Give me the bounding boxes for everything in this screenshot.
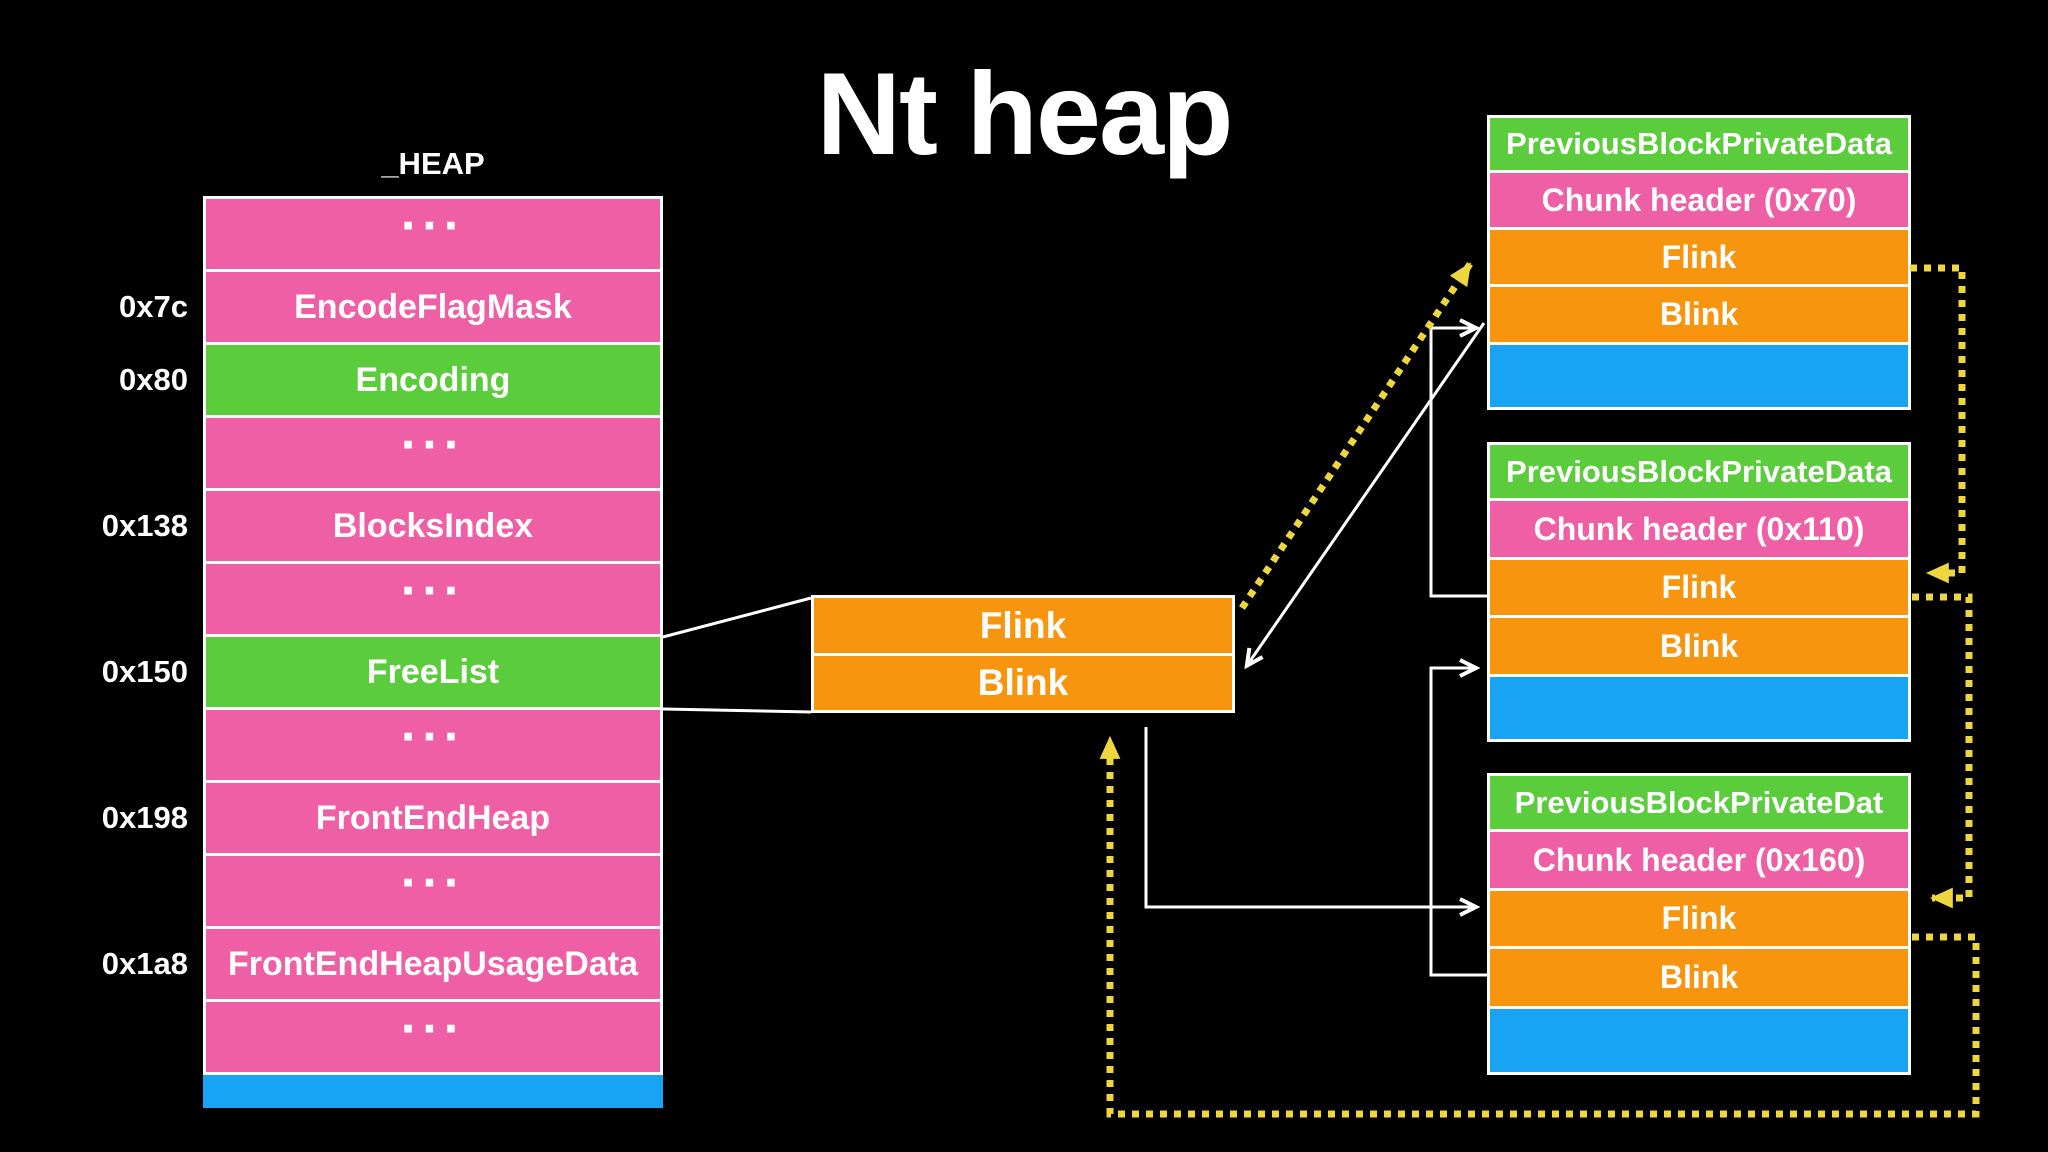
heap-row: ... [206,564,660,634]
chunk-row-header: Chunk header (0x160) [1490,832,1908,888]
heap-row: ... [206,856,660,926]
chunk-row-prevblockprivatedata: PreviousBlockPrivateData [1490,118,1908,170]
chunk-row-blink: Blink [1490,949,1908,1006]
chunk-row-header: Chunk header (0x110) [1490,501,1908,557]
offset-label: 0x198 [101,800,188,835]
heap-row-blocksindex: BlocksIndex [206,491,660,561]
flink-arrow-chunk2-to-chunk3 [1912,593,1973,909]
page-title: Nt heap [816,48,1233,179]
chunk-row-flink: Flink [1490,560,1908,615]
freelist-entry-detail: Flink Blink [811,595,1235,713]
heap-row-frontendheapusagedata: FrontEndHeapUsageData [206,929,660,999]
flink-arrow-freelist-to-chunk1 [1239,262,1473,610]
explode-guide-top [662,596,812,639]
chunk-row-userdata [1490,677,1908,739]
chunk-1: PreviousBlockPrivateData Chunk header (0… [1487,115,1911,410]
heap-row-freelist: FreeList [206,637,660,707]
heap-row-encoding: Encoding [206,345,660,415]
offset-label: 0x80 [119,362,188,397]
blink-arrow-freelist-to-chunk3 [1144,727,1474,907]
freelist-flink-row: Flink [814,598,1232,653]
flink-arrow-chunk1-to-chunk2 [1910,264,1966,584]
blink-arrow-chunk2-to-chunk1 [1429,328,1489,598]
chunk-row-header: Chunk header (0x70) [1490,173,1908,227]
chunk-row-blink: Blink [1490,287,1908,342]
heap-row-trailing-blue [203,1075,663,1108]
explode-guide-bottom [662,707,812,714]
heap-row: ... [206,418,660,488]
chunk-3: PreviousBlockPrivateDat Chunk header (0x… [1487,773,1911,1075]
chunk-row-blink: Blink [1490,618,1908,674]
chunk-row-flink: Flink [1490,891,1908,946]
heap-row: ... [206,710,660,780]
chunk-row-prevblockprivatedata: PreviousBlockPrivateDat [1490,776,1908,829]
heap-struct: ... EncodeFlagMask Encoding ... BlocksIn… [203,196,663,1075]
heap-row: ... [206,1002,660,1072]
heap-struct-label: _HEAP [381,146,485,181]
chunk-row-userdata [1490,1009,1908,1072]
heap-row: ... [206,199,660,269]
offset-label: 0x7c [119,289,188,324]
offset-label: 0x150 [101,654,188,689]
chunk-row-prevblockprivatedata: PreviousBlockPrivateData [1490,445,1908,498]
blink-arrow-chunk1-to-freelist [1248,322,1486,664]
chunk-row-userdata [1490,345,1908,407]
freelist-blink-row: Blink [814,656,1232,710]
heap-row-encodeflagmask: EncodeFlagMask [206,272,660,342]
blink-arrow-chunk3-to-chunk2 [1429,668,1489,977]
offset-label: 0x138 [101,508,188,543]
chunk-2: PreviousBlockPrivateData Chunk header (0… [1487,442,1911,742]
offset-label: 0x1a8 [101,946,188,981]
chunk-row-flink: Flink [1490,230,1908,284]
heap-row-frontendheap: FrontEndHeap [206,783,660,853]
